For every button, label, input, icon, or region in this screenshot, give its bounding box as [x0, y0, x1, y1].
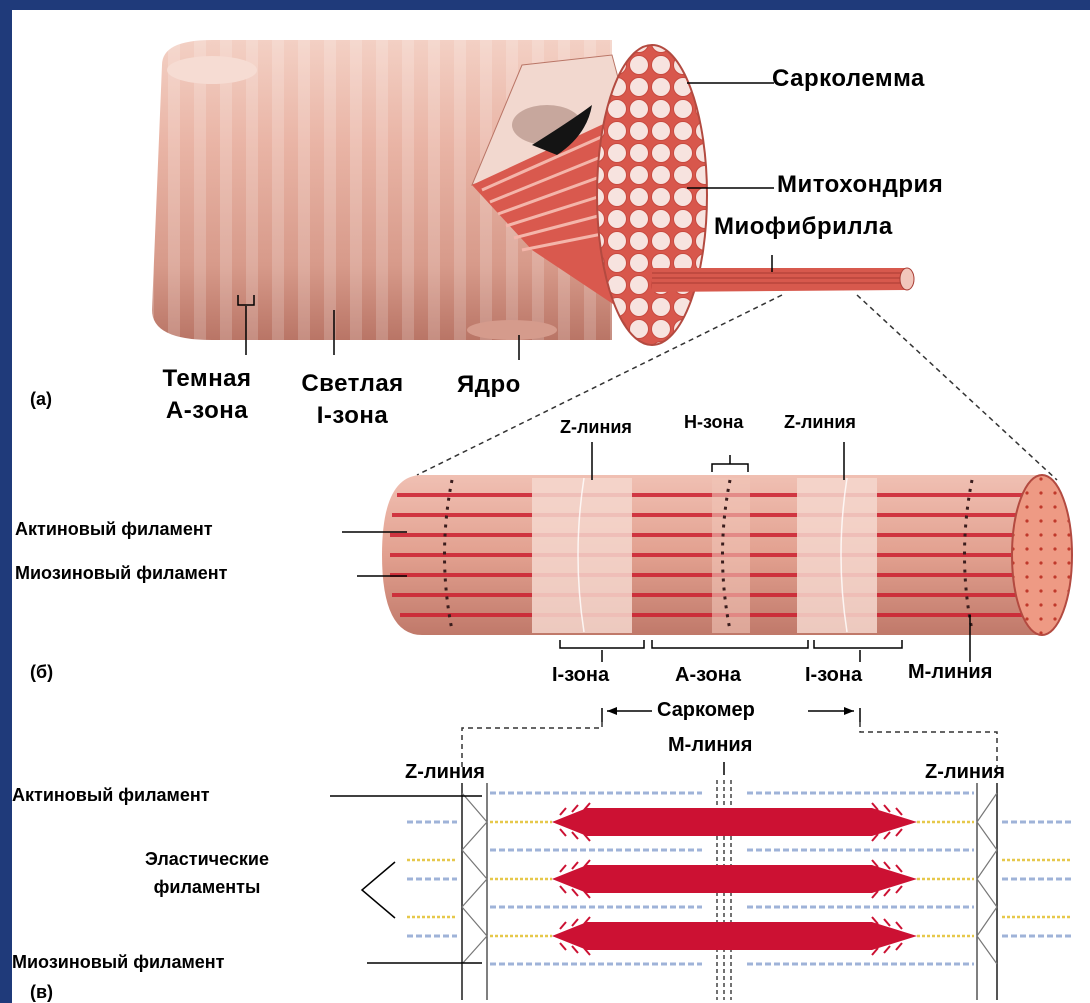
label-dark-band-line2: А-зона [142, 399, 272, 423]
diagram-canvas: Сарколемма Митохондрия Миофибрилла (а) Т… [12, 10, 1090, 1003]
label-dark-band-line1: Темная [142, 367, 272, 391]
label-light-band-line2: I-зона [280, 404, 425, 428]
label-myofibril: Миофибрилла [714, 215, 893, 239]
label-elastic-line1: Эластические [102, 850, 312, 868]
label-elastic-line2: филаменты [102, 878, 312, 896]
label-elastic: Эластические филаменты [102, 850, 312, 896]
label-myosin-c: Миозиновый филамент [12, 953, 224, 971]
label-light-band-line1: Светлая [280, 372, 425, 396]
label-z-line-b-left: Z-линия [560, 418, 632, 436]
label-z-line-c-left: Z-линия [405, 762, 485, 782]
label-m-line-b: М-линия [908, 662, 992, 682]
label-mitochondrion: Митохондрия [777, 173, 943, 197]
label-myosin-b: Миозиновый филамент [15, 564, 227, 582]
label-nucleus: Ядро [457, 373, 521, 397]
label-light-band: Светлая I-зона [280, 372, 425, 428]
myofibril-drawing [382, 475, 1072, 635]
marker-b: (б) [30, 663, 53, 681]
marker-c: (в) [30, 983, 53, 1001]
label-sarcolemma: Сарколемма [772, 67, 925, 91]
label-sarcomere: Саркомер [657, 700, 755, 720]
label-actin-b: Актиновый филамент [15, 520, 213, 538]
label-a-zone: А-зона [675, 665, 741, 685]
marker-a: (а) [30, 390, 52, 408]
label-m-line-c: М-линия [668, 735, 752, 755]
label-h-zone: Н-зона [684, 413, 743, 431]
label-i-zone-left: I-зона [552, 665, 609, 685]
label-actin-c: Актиновый филамент [12, 786, 210, 804]
label-dark-band: Темная А-зона [142, 367, 272, 423]
label-i-zone-right: I-зона [805, 665, 862, 685]
label-z-line-b-right: Z-линия [784, 413, 856, 431]
sarcomere-schematic [407, 780, 1072, 1000]
label-z-line-c-right: Z-линия [925, 762, 1005, 782]
